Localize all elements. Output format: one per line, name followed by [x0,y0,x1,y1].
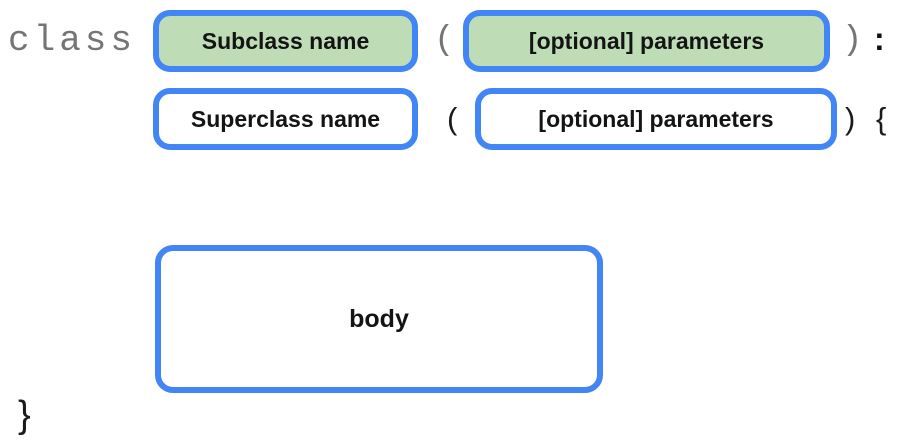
line2-open-paren: ( [447,101,458,136]
close-brace: } [18,394,31,436]
line1-open-paren: ( [434,22,455,60]
subclass-name-box: Subclass name [153,10,418,72]
class-keyword: class [8,20,137,61]
line1-colon: : [874,21,885,57]
line2-open-brace: { [876,101,887,136]
line1-close-paren: ) [842,22,863,60]
line1-optional-parameters-box: [optional] parameters [463,10,830,72]
class-body-box: body [155,245,603,393]
superclass-name-box: Superclass name [153,88,418,150]
line2-optional-parameters-box: [optional] parameters [475,88,837,150]
line2-close-paren: ) [845,101,856,136]
